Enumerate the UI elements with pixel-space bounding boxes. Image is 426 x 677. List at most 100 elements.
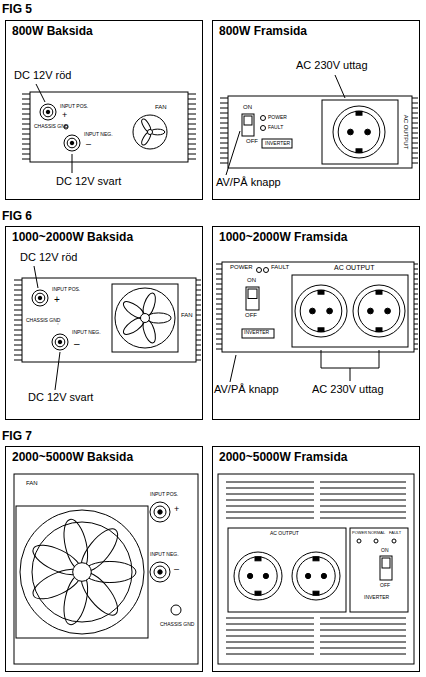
panel-marking: AC OUTPUT bbox=[334, 264, 374, 271]
socket-frame bbox=[228, 528, 346, 612]
fault-led bbox=[264, 268, 269, 273]
panel-marking: CHASSIS GND bbox=[34, 124, 68, 129]
socket-hole bbox=[263, 573, 268, 578]
cooling-fin bbox=[22, 149, 30, 150]
cooling-fin bbox=[14, 285, 22, 286]
cooling-fin bbox=[14, 355, 22, 356]
cooling-fin bbox=[216, 314, 222, 315]
cooling-fin bbox=[414, 289, 418, 290]
cooling-fin bbox=[196, 325, 201, 326]
inverter-badge bbox=[262, 139, 292, 148]
cooling-fin bbox=[14, 305, 22, 306]
cooling-fin bbox=[14, 360, 22, 361]
cooling-fin bbox=[188, 119, 196, 120]
socket-hole bbox=[348, 129, 354, 135]
cooling-fin bbox=[412, 118, 418, 119]
panel-marking: POWER bbox=[352, 531, 367, 535]
rocker-switch bbox=[246, 287, 259, 310]
panel-marking: INVERTER bbox=[364, 595, 389, 600]
cooling-fin bbox=[414, 299, 418, 300]
cooling-fin bbox=[220, 138, 228, 139]
inverter-body bbox=[22, 278, 196, 362]
leader-line bbox=[36, 84, 45, 102]
cooling-fin bbox=[216, 304, 222, 305]
cooling-fin bbox=[188, 114, 196, 115]
cooling-fin bbox=[220, 158, 228, 159]
cooling-fin bbox=[414, 334, 418, 335]
cooling-fin bbox=[220, 118, 228, 119]
cooling-fin bbox=[414, 309, 418, 310]
cooling-fin bbox=[196, 355, 201, 356]
cooling-fin bbox=[220, 123, 228, 124]
vent-slat bbox=[226, 648, 314, 649]
terminal-bolt bbox=[158, 510, 162, 514]
cooling-fin bbox=[216, 289, 222, 290]
vent-slat bbox=[320, 512, 406, 513]
inverter-body bbox=[218, 474, 414, 664]
terminal-post bbox=[150, 562, 170, 582]
leader-line bbox=[335, 75, 345, 98]
cooling-fin bbox=[412, 103, 418, 104]
socket-hole bbox=[310, 308, 316, 314]
earth-clip bbox=[376, 328, 382, 332]
rocker-switch bbox=[380, 556, 392, 580]
cooling-fin bbox=[220, 128, 228, 129]
socket-rim bbox=[295, 285, 347, 337]
panel-marking: FAULT bbox=[389, 531, 401, 535]
inverter-badge bbox=[242, 329, 274, 338]
socket-hole bbox=[385, 308, 391, 314]
vent-slat bbox=[320, 500, 406, 501]
cooling-fin bbox=[220, 108, 228, 109]
leader-line bbox=[34, 266, 38, 288]
cooling-fin bbox=[216, 344, 222, 345]
power-led bbox=[261, 116, 266, 121]
vent-slat bbox=[226, 618, 314, 619]
earth-clip bbox=[313, 557, 319, 561]
vent-slat bbox=[226, 512, 314, 513]
cooling-fin bbox=[196, 305, 201, 306]
cooling-fin bbox=[412, 133, 418, 134]
cooling-fin bbox=[414, 284, 418, 285]
vent-slat bbox=[226, 624, 314, 625]
rocker-switch bbox=[242, 114, 254, 136]
socket-rim bbox=[234, 552, 282, 600]
vent-slat bbox=[226, 494, 314, 495]
figure-number: FIG 5 bbox=[2, 3, 32, 15]
callout-text: AV/PÅ knapp bbox=[216, 177, 281, 188]
leader-line bbox=[226, 131, 240, 175]
vent-slat bbox=[320, 630, 406, 631]
cooling-fin bbox=[188, 94, 196, 95]
cooling-fin bbox=[14, 290, 22, 291]
terminal-nut bbox=[67, 138, 77, 148]
cooling-fin bbox=[196, 290, 201, 291]
ground-point bbox=[57, 323, 58, 324]
vent-slat bbox=[320, 624, 406, 625]
grille-ring bbox=[32, 522, 132, 622]
figure-panel: 800W Baksida bbox=[5, 20, 203, 200]
cooling-fin bbox=[216, 284, 222, 285]
cooling-fin bbox=[196, 310, 201, 311]
panel-marking: – bbox=[174, 565, 179, 574]
panel-marking: FAN bbox=[26, 480, 38, 486]
cooling-fin bbox=[412, 153, 418, 154]
terminal-post bbox=[52, 334, 68, 350]
vent-slat bbox=[226, 488, 314, 489]
socket-face bbox=[338, 111, 380, 153]
panel-marking: INPUT POS. bbox=[60, 104, 88, 109]
panel-marking: FAULT bbox=[271, 264, 289, 270]
cooling-fin bbox=[414, 349, 418, 350]
cooling-fin bbox=[196, 285, 201, 286]
cooling-fin bbox=[414, 314, 418, 315]
fan-grille bbox=[16, 506, 148, 638]
cooling-fin bbox=[414, 324, 418, 325]
panel-marking: INVERTER bbox=[265, 141, 290, 146]
cooling-fin bbox=[188, 149, 196, 150]
cooling-fin bbox=[216, 264, 222, 265]
cooling-fin bbox=[188, 139, 196, 140]
panel-heading: 800W Baksida bbox=[6, 22, 99, 41]
cooling-fin bbox=[196, 320, 201, 321]
cooling-fin bbox=[196, 330, 201, 331]
cooling-fin bbox=[188, 154, 196, 155]
